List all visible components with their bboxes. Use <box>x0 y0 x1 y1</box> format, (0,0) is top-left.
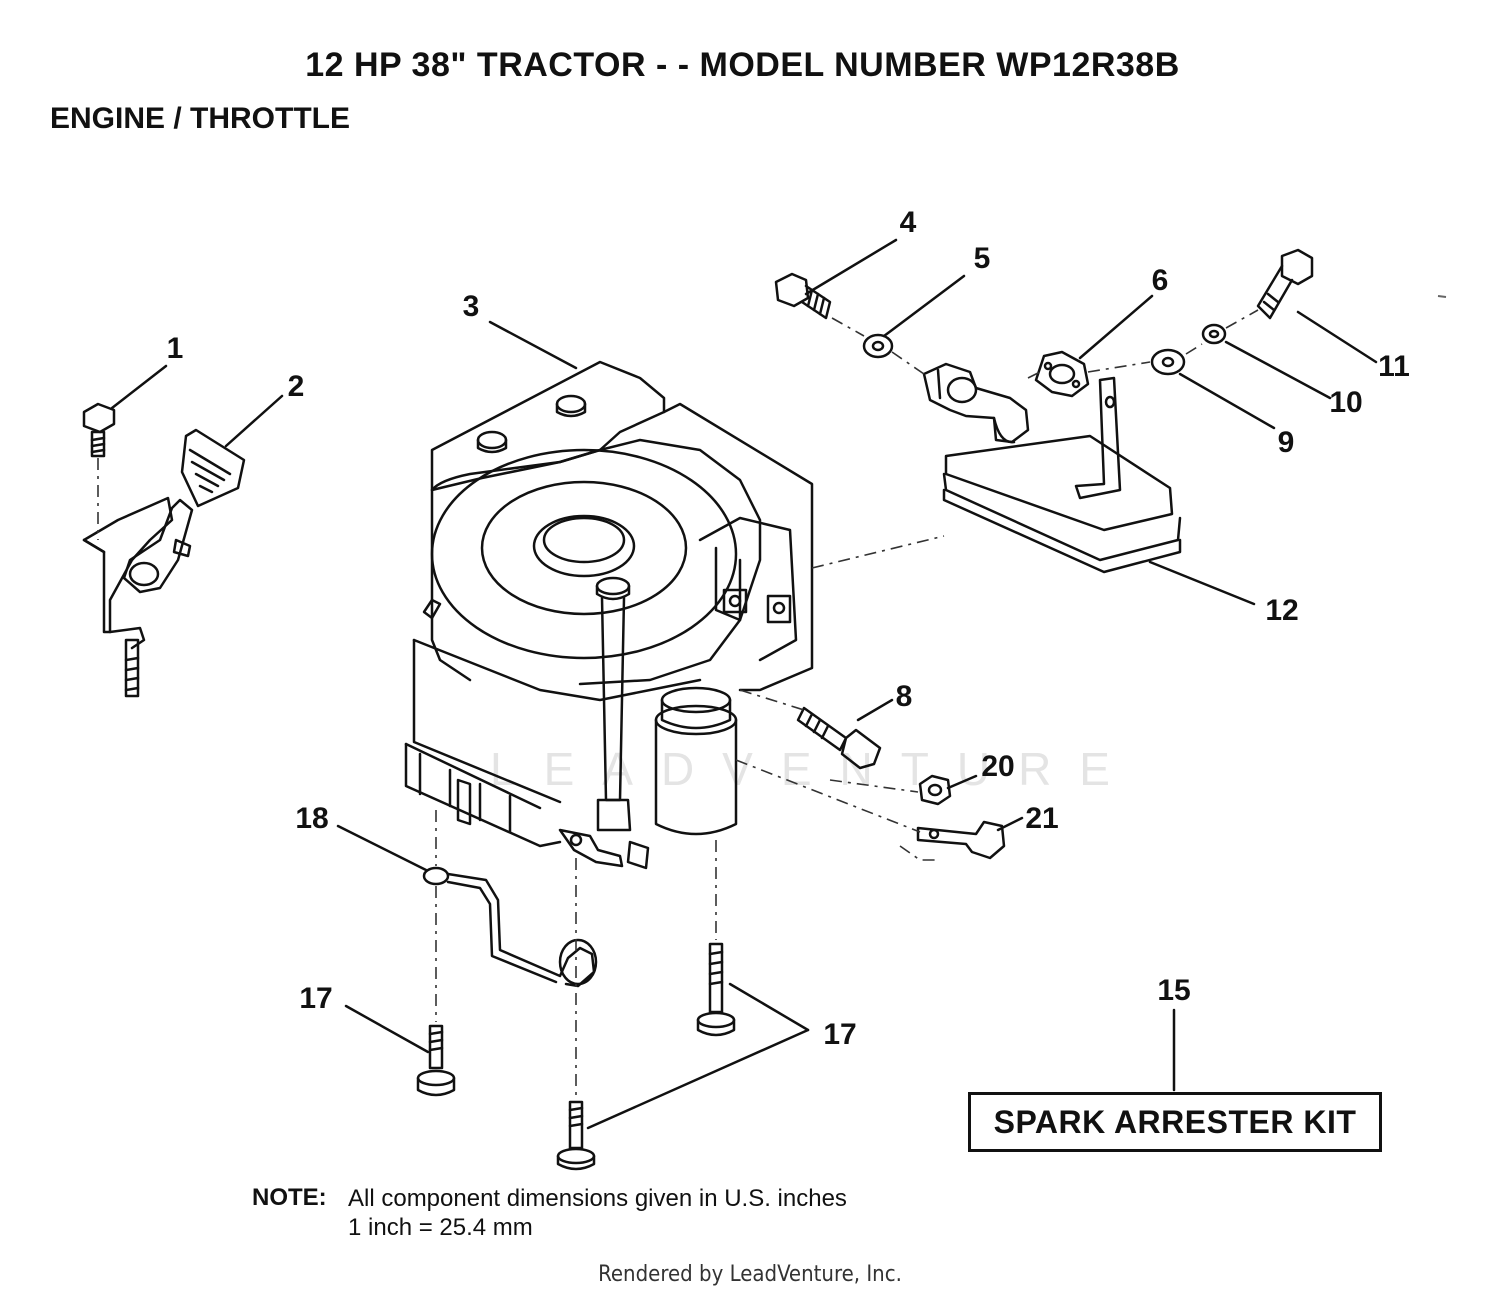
exhaust-pipe <box>922 362 1030 444</box>
spark-arrester-kit-box: SPARK ARRESTER KIT <box>968 1092 1382 1152</box>
footer-credit: Rendered by LeadVenture, Inc. <box>598 1262 902 1287</box>
bolt-17-right <box>696 942 736 1037</box>
nut-20 <box>918 774 952 806</box>
watermark: LEADVENTURE <box>490 743 1138 795</box>
callout-1: 1 <box>167 332 184 365</box>
hex-bolt-11 <box>1256 248 1314 320</box>
callout-21: 21 <box>1025 802 1058 835</box>
callout-5: 5 <box>974 242 991 275</box>
bolt-17-center <box>556 1100 596 1171</box>
throttle-control <box>82 428 246 698</box>
callout-15: 15 <box>1157 974 1190 1007</box>
callout-9: 9 <box>1278 426 1295 459</box>
throttle-screw <box>82 402 116 458</box>
muffler-12 <box>942 376 1182 574</box>
callout-2: 2 <box>288 370 305 403</box>
note-line-2: 1 inch = 25.4 mm <box>348 1214 533 1241</box>
washer-5 <box>862 333 894 359</box>
callout-18: 18 <box>295 802 328 835</box>
bolt-17-left <box>416 1024 456 1097</box>
hex-bolt-4 <box>774 272 832 320</box>
gasket-6 <box>1034 350 1090 398</box>
bolt-8 <box>796 706 882 770</box>
callout-3: 3 <box>463 290 480 323</box>
lock-washer-10 <box>1201 323 1227 345</box>
engine <box>404 360 814 870</box>
callout-6: 6 <box>1152 264 1169 297</box>
callout-4: 4 <box>900 206 917 239</box>
callout-17-left: 17 <box>299 982 332 1015</box>
cable-18 <box>422 866 598 988</box>
note-label: NOTE: <box>252 1184 327 1211</box>
diagram-title: 12 HP 38" TRACTOR - - MODEL NUMBER WP12R… <box>305 46 1180 84</box>
callout-12: 12 <box>1265 594 1298 627</box>
washer-9 <box>1150 348 1186 376</box>
spark-arrester-kit-label: SPARK ARRESTER KIT <box>993 1103 1357 1140</box>
callout-20: 20 <box>981 750 1014 783</box>
callout-10: 10 <box>1329 386 1362 419</box>
callout-11: 11 <box>1378 350 1410 383</box>
note-line-1: All component dimensions given in U.S. i… <box>348 1185 847 1212</box>
callout-8: 8 <box>896 680 913 713</box>
callout-17-right: 17 <box>823 1018 856 1051</box>
dimension-note: NOTE: All component dimensions given in … <box>252 1184 847 1242</box>
clamp-21 <box>916 820 1006 860</box>
section-title: ENGINE / THROTTLE <box>50 102 350 135</box>
